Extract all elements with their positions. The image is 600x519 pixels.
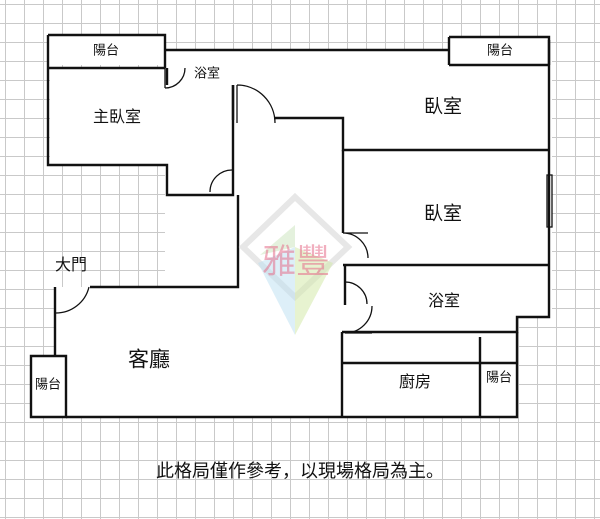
bathroom-small-label: 浴室	[193, 66, 221, 82]
bedroom-middle-label: 臥室	[423, 202, 463, 225]
watermark-text: 雅豐	[262, 242, 330, 282]
door-main-entrance	[54, 286, 90, 314]
balcony-bottom-left-label: 陽台	[34, 377, 62, 393]
master-bedroom-label: 主臥室	[92, 107, 142, 126]
doors	[54, 67, 553, 334]
main-door-label: 大門	[54, 255, 88, 274]
disclaimer-text: 此格局僅作參考，以現場格局為主。	[156, 461, 444, 482]
balcony-bottom-right-label: 陽台	[485, 370, 513, 386]
balcony-top-left-label: 陽台	[92, 43, 120, 59]
room-fills	[31, 35, 552, 417]
door-bathroom-small	[164, 67, 186, 89]
door-bedroom-middle	[342, 232, 369, 259]
door-master-bedroom	[209, 169, 234, 193]
living-room-label: 客廳	[128, 347, 170, 372]
door-hall	[236, 84, 276, 124]
window-right	[546, 174, 553, 228]
watermark-logo: 雅豐	[238, 192, 353, 335]
balcony-top-right-label: 陽台	[486, 43, 514, 59]
bedroom-top-label: 臥室	[423, 95, 463, 118]
door-kitchen	[344, 305, 373, 334]
bathroom-right-label: 浴室	[427, 291, 461, 310]
kitchen-label: 廚房	[398, 372, 432, 391]
door-bathroom-right	[344, 281, 368, 305]
